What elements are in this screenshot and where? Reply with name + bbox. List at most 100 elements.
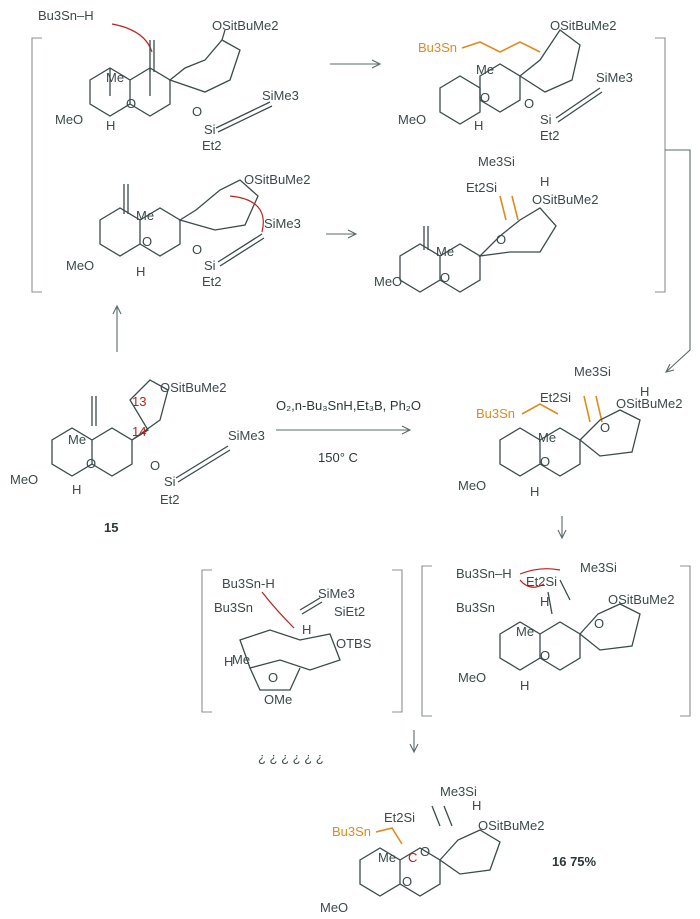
meo-16: MeO [320,900,348,915]
et2si-d: Et2Si [466,180,497,195]
h-3d-left: H [224,654,233,669]
conditions-line1: O₂,n-Bu₃SnH,Et₃B, Ph₂O [276,398,421,413]
et2si-rad: Et2Si [526,574,557,589]
me-c: Me [136,208,154,223]
atom-c: C [408,850,417,865]
meo-rad: MeO [458,670,486,685]
tin-hydride-rad: Bu3Sn–H [456,566,512,581]
h-rad-bottom: H [520,678,529,693]
atom-13: 13 [132,394,146,409]
garbled-caption: ¿ ¿ ¿ ¿ ¿ ¿ [258,750,324,765]
me-d: Me [436,244,454,259]
siet2-3d: SiEt2 [334,604,365,619]
tms-b: SiMe3 [596,70,633,85]
h-b: H [474,118,483,133]
conditions-line2: 150° C [318,450,358,465]
bracket-3d: Bu3Sn-H SiMe3 Bu3Sn SiEt2 Me H OTBS H O … [201,569,403,713]
et2-a: Et2 [202,138,222,153]
h-d-top: H [540,174,549,189]
radical-arrow-3d [261,591,295,629]
me3si-16: Me3Si [440,784,477,799]
otbs-b: OSitBuMe2 [550,18,616,33]
tms-15: SiMe3 [228,428,265,443]
ome-3d: OMe [264,692,292,707]
si-b: Si [540,112,552,127]
otbs-c: OSitBuMe2 [244,172,310,187]
otbs-rad: OSitBuMe2 [608,592,674,607]
main-arrow [276,425,412,435]
bu3sn-rad: Bu3Sn [456,600,495,615]
otbs-15: OSitBuMe2 [160,380,226,395]
structure-16: Me3Si Et2Si H OSitBuMe2 Bu3Sn Me C O O M… [320,784,597,915]
et2si-16: Et2Si [384,810,415,825]
o-bridge-rad: O [540,648,550,663]
compound-15-label: 15 [104,520,118,535]
o-16: O [420,844,430,859]
et2-c: Et2 [202,274,222,289]
bu3sn-3d: Bu3Sn [214,600,253,615]
compound-16-label: 16 75% [552,854,597,869]
tms-c: SiMe3 [264,216,301,231]
h-15: H [72,482,81,497]
h-16-top: H [472,798,481,813]
o-bridge-c: O [142,234,152,249]
h-int-bottom: H [530,484,539,499]
h-c: H [136,264,145,279]
arrow-to-product [409,730,419,754]
me-15: Me [68,432,86,447]
bracket-radical: Bu3Sn–H Me3Si Et2Si Bu3Sn H OSitBuMe2 Me… [421,560,691,717]
o-bridge-int: O [540,454,550,469]
otbs-3d: OTBS [336,636,372,651]
si-15: Si [164,474,176,489]
h-int: H [640,384,649,399]
o-c: O [192,242,202,257]
bu3sn-int: Bu3Sn [476,406,515,421]
bu3sn-16: Bu3Sn [332,824,371,839]
o-b: O [524,96,534,111]
structure-a: Bu3Sn–H OSitBuMe2 Me O MeO H O Si Et2 Si… [38,8,299,153]
o-bridge-d: O [440,270,450,285]
radical-arrow-a [111,23,153,53]
meo-int: MeO [458,478,486,493]
atom-14: 14 [132,424,146,439]
meo-15: MeO [10,472,38,487]
radical-arrow-c [229,195,264,233]
bu3sn-b: Bu3Sn [418,40,457,55]
meo-c: MeO [66,258,94,273]
otbs-16: OSitBuMe2 [478,818,544,833]
si-c: Si [204,258,216,273]
me3si-rad: Me3Si [580,560,617,575]
otbs-a: OSitBuMe2 [212,18,278,33]
sime3-3d: SiMe3 [318,586,355,601]
me-16: Me [378,850,396,865]
h-3d: H [302,622,311,637]
o-a: O [192,104,202,119]
o-int: O [600,420,610,435]
meo-b: MeO [398,112,426,127]
otbs-int: OSitBuMe2 [616,396,682,411]
me-int: Me [538,430,556,445]
si-a: Si [204,122,216,137]
arrow-c-to-d [326,229,358,239]
et2-15: Et2 [160,492,180,507]
et2-b: Et2 [540,128,560,143]
meo-d: MeO [374,274,402,289]
h-rad: H [540,594,549,609]
meo-a: MeO [55,112,83,127]
o-bridge-16: O [402,874,412,889]
me-b: Me [476,62,494,77]
top-bracket [31,37,666,293]
arrow-a-to-b [330,59,382,69]
o-d: O [496,232,506,247]
arrow-top-to-intermediate [664,149,691,373]
structure-b: Bu3Sn OSitBuMe2 Me O MeO H O Si Et2 SiMe… [398,18,633,143]
arrow-15-to-mechanism [112,304,122,352]
o-bridge-15: O [86,456,96,471]
o-bridge-b: O [480,90,490,105]
me-rad: Me [516,624,534,639]
me3si-d: Me3Si [478,154,515,169]
o-15: O [150,458,160,473]
tin-hydride-a-label: Bu3Sn–H [38,8,94,23]
tms-a: SiMe3 [262,88,299,103]
me3si-int: Me3Si [574,364,611,379]
